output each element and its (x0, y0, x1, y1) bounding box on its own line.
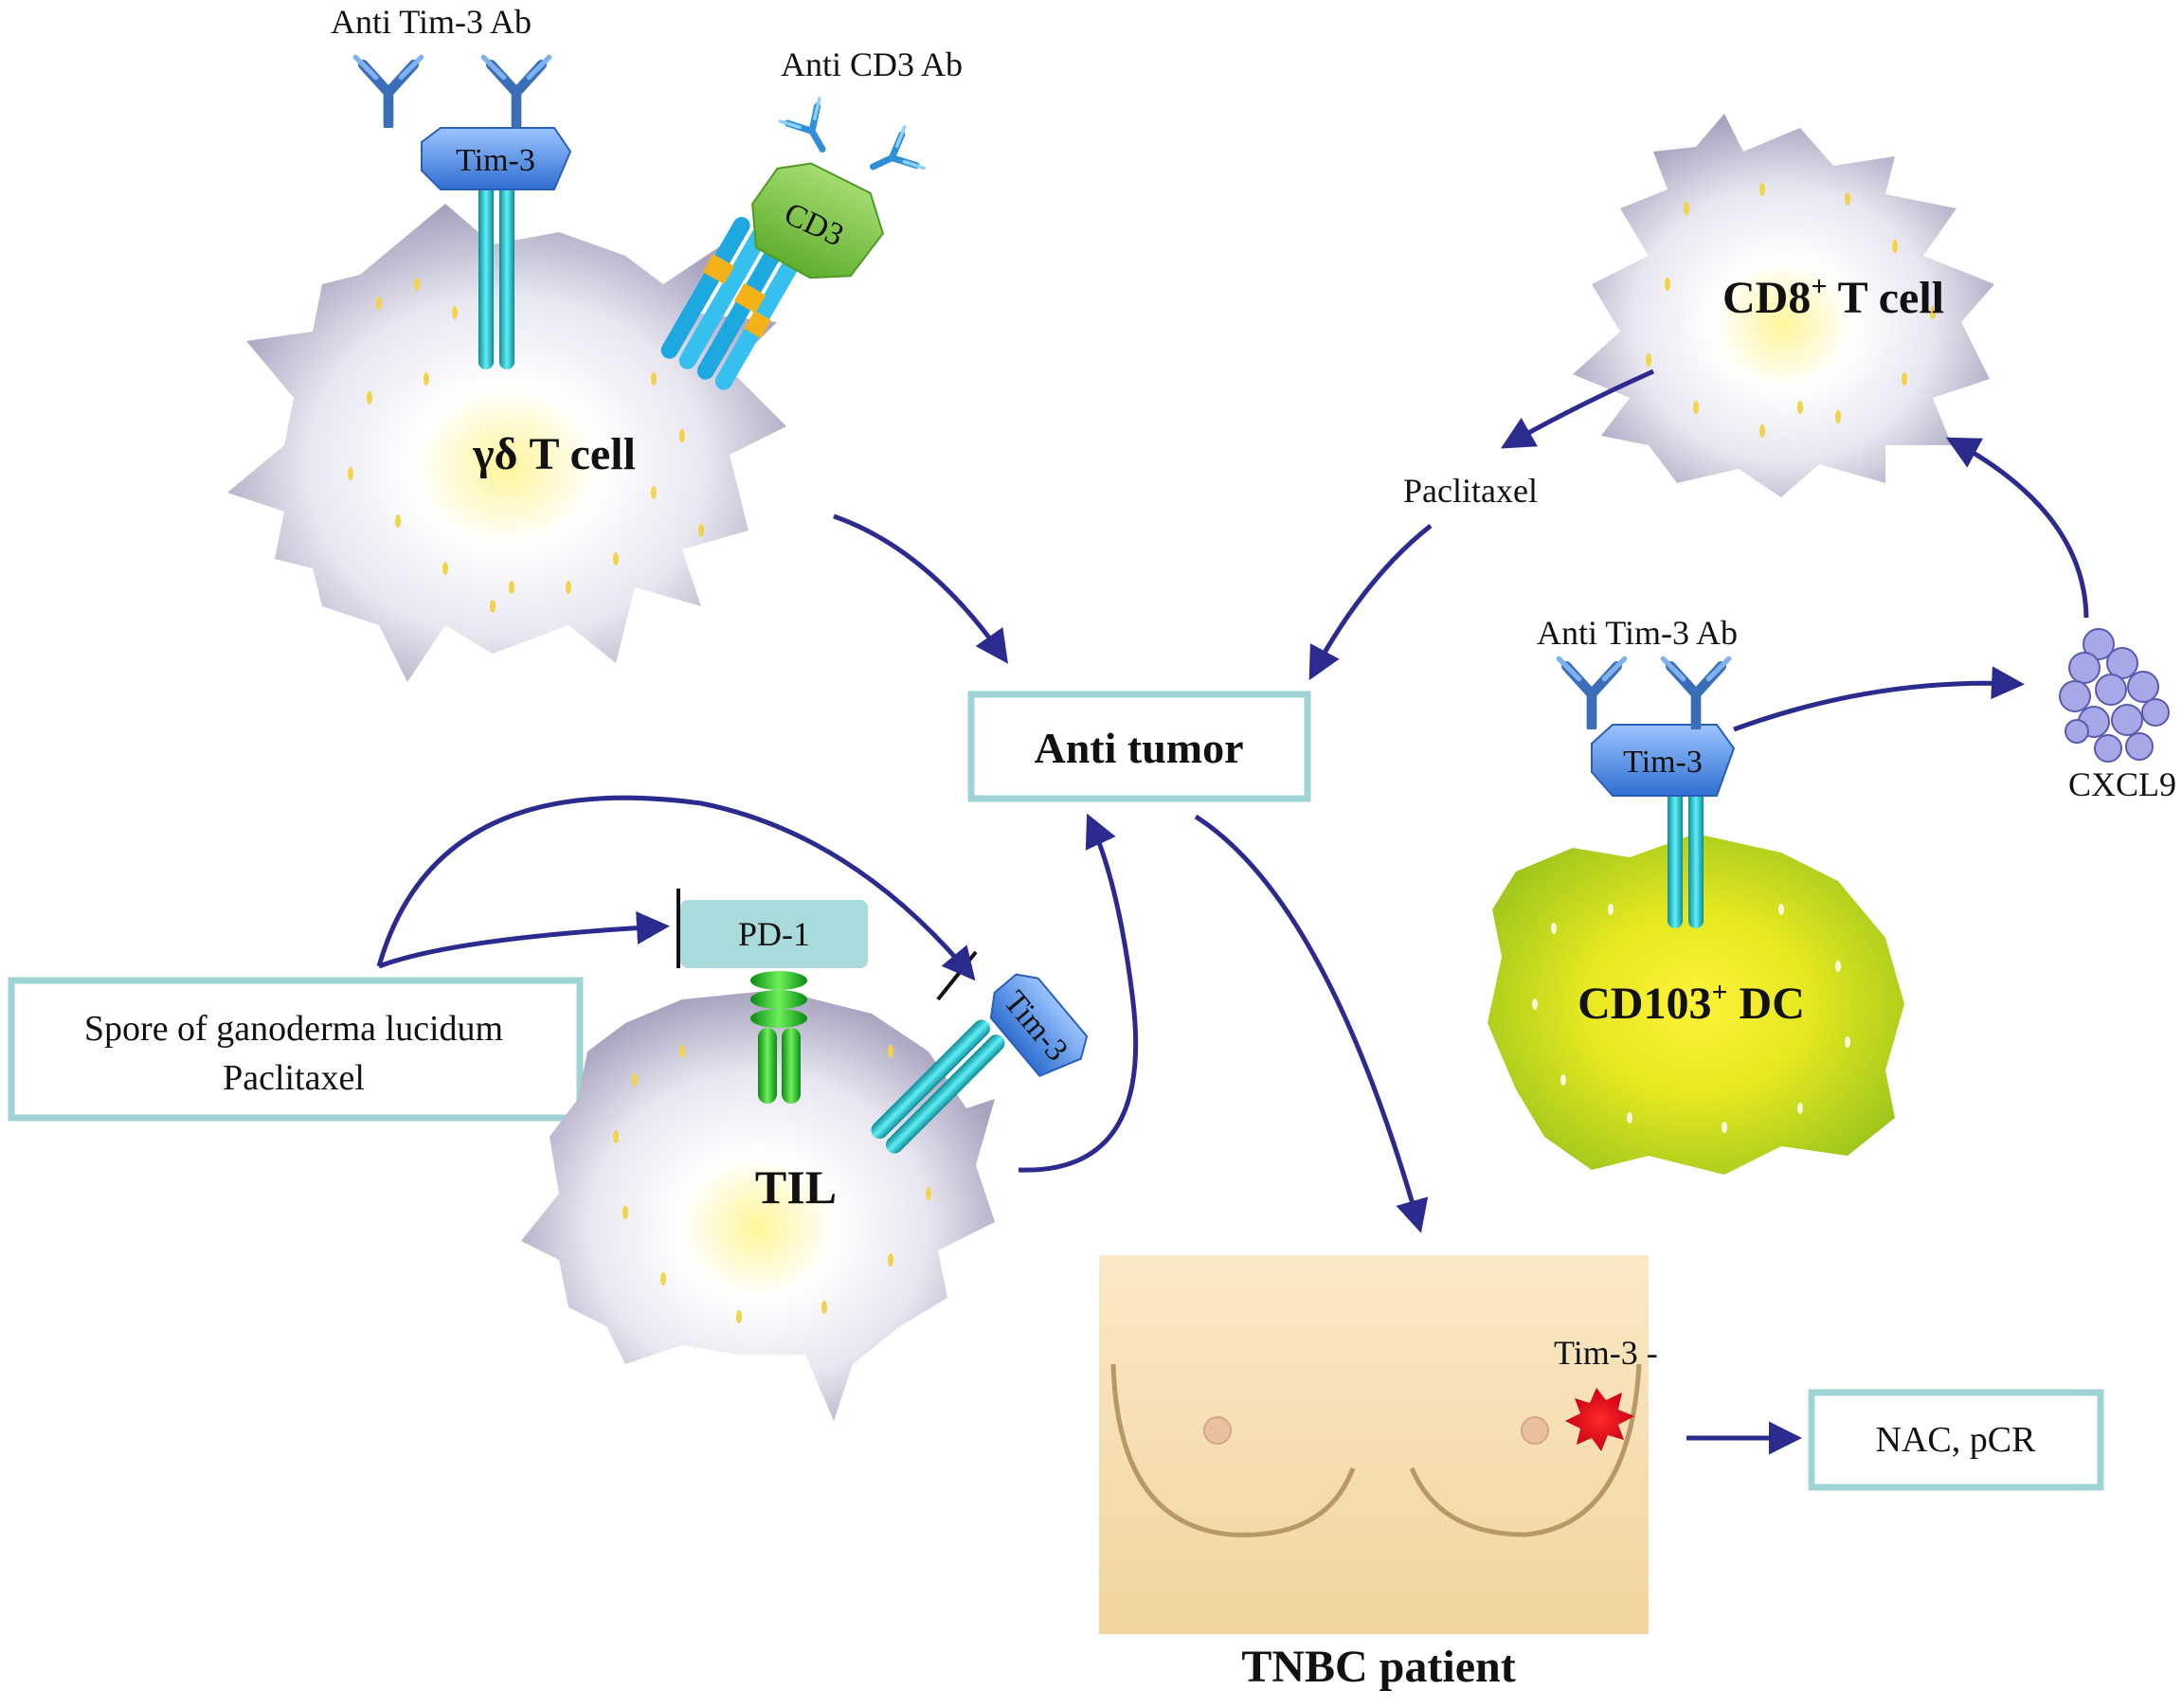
gd-anti-tim3-antibody-left (355, 57, 421, 125)
treatment-line1: Spore of ganoderma lucidum (84, 1009, 503, 1049)
cxcl9-label: CXCL9 (2068, 765, 2176, 803)
til-tim3-receptor: Tim-3 (989, 973, 1089, 1078)
left-nipple (1203, 1416, 1232, 1445)
til-pd1-stalk (750, 971, 807, 1104)
gd-anti-cd3-label: Anti CD3 Ab (781, 45, 963, 83)
dc-cell-granules (1532, 904, 1850, 1133)
arrow-treatment-to-tim3 (376, 795, 976, 981)
cd103-dc-body (1488, 834, 1904, 1175)
gd-cd3-receptor: CD3 (751, 162, 885, 279)
dc-anti-tim3-label: Anti Tim-3 Ab (1537, 614, 1738, 652)
cd103-dc-label: CD103+ DC (1578, 977, 1805, 1029)
cd103-dc-cell: Tim-3 Anti Tim-3 Ab CD103+ DC (1488, 614, 1904, 1175)
tumor-icon (1565, 1388, 1634, 1451)
tnbc-patient: Tim-3 - TNBC patient (1099, 1255, 1658, 1692)
gd-cd3-stalk (660, 217, 804, 390)
right-breast-outline (1409, 1363, 1642, 1537)
gd-cell-granules (348, 278, 704, 613)
arrows (376, 369, 2089, 1455)
til-tim3-stalk (871, 1019, 1005, 1154)
dc-anti-tim3-antibody-left (1559, 658, 1624, 727)
til-cell-body (521, 990, 995, 1421)
anti-cd3-antibodies (778, 97, 926, 171)
arrow-antitumor-to-patient (1194, 814, 1429, 1233)
cd8-t-cell-body (1573, 114, 1994, 497)
right-nipple (1521, 1416, 1549, 1445)
outcome-box: NAC, pCR (1808, 1389, 2104, 1491)
til-cell-label: TIL (755, 1160, 837, 1214)
arrow-cd8-to-paclitaxel (1500, 369, 1655, 449)
anti-tumor-box: Anti tumor (967, 691, 1311, 802)
cd8-cell-granules (1646, 183, 1936, 438)
til-cell-granules (613, 1045, 931, 1323)
arrow-gd-to-antitumor (833, 513, 1008, 664)
patient-torso (1099, 1255, 1649, 1634)
arrow-paclitaxel-to-antitumor (1308, 524, 1433, 681)
dc-tim3-stalk (1668, 777, 1704, 928)
paclitaxel-label: Paclitaxel (1403, 472, 1538, 510)
gd-t-cell-body (227, 204, 786, 682)
til-cell: PD-1 Tim-3 TIL (521, 889, 1089, 1421)
arrow-treatment-to-pd1 (378, 911, 670, 969)
left-breast-outline (1110, 1363, 1356, 1537)
dc-tim3-label: Tim-3 (1623, 745, 1703, 780)
dc-tim3-receptor: Tim-3 (1591, 724, 1736, 797)
gd-anti-tim3-label: Anti Tim-3 Ab (331, 3, 532, 41)
gd-t-cell-label: γδ T cell (472, 429, 636, 479)
til-pd1-label: PD-1 (738, 915, 810, 953)
gd-tim3-stalk (478, 180, 514, 369)
cd8-t-cell: CD8+ T cell (1573, 114, 1994, 497)
gd-tim3-label: Tim-3 (456, 143, 535, 178)
arrow-dc-to-cxcl9 (1733, 666, 2025, 732)
cxcl9-cluster (2059, 628, 2170, 763)
tnbc-patient-caption: TNBC patient (1241, 1642, 1515, 1692)
dc-anti-tim3-antibody-right (1663, 658, 1728, 727)
treatment-line2: Paclitaxel (223, 1058, 365, 1098)
cd8-t-cell-label: CD8+ T cell (1722, 271, 1944, 323)
anti-tumor-label: Anti tumor (1034, 724, 1243, 772)
gd-t-cell: Tim-3 Anti Tim-3 Ab CD3 (227, 3, 963, 682)
arrow-til-to-antitumor (1018, 813, 1139, 1173)
til-pd1-receptor: PD-1 (680, 900, 868, 968)
gd-anti-tim3-antibody-right (483, 57, 549, 125)
arrow-cxcl9-to-cd8 (1945, 437, 2089, 619)
outcome-label: NAC, pCR (1876, 1420, 2037, 1460)
tim3-negative-label: Tim-3 - (1554, 1334, 1658, 1372)
gd-tim3-receptor: Tim-3 (421, 127, 572, 190)
treatment-box: Spore of ganoderma lucidum Paclitaxel (8, 977, 584, 1122)
